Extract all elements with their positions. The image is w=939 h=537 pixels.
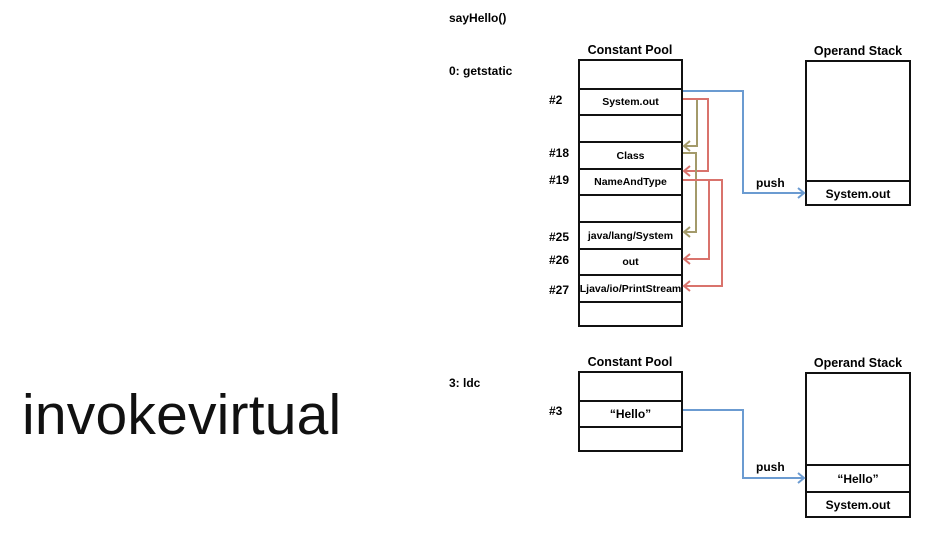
constant-pool-header: Constant Pool	[587, 355, 673, 369]
pool-index: #25	[549, 230, 570, 244]
pool-index: #19	[549, 173, 570, 187]
constant-pool-row: java/lang/System	[580, 221, 681, 248]
constant-pool-row: NameAndType	[580, 168, 681, 194]
push-arrow	[683, 409, 806, 484]
ref-arrow-19-27	[682, 179, 723, 292]
stack-item: System.out	[807, 491, 909, 516]
instruction-ldc: 3: ldc	[449, 376, 481, 390]
constant-pool-row	[580, 194, 681, 221]
operand-stack: “Hello” System.out	[805, 372, 911, 518]
pool-index: #27	[549, 283, 570, 297]
constant-pool-table: “Hello”	[578, 371, 683, 452]
constant-pool-row: Class	[580, 141, 681, 168]
constant-pool-row: Ljava/io/PrintStream	[580, 274, 681, 301]
slide-title: invokevirtual	[22, 383, 342, 447]
stack-item: “Hello”	[807, 464, 909, 491]
pool-index: #3	[549, 404, 563, 418]
pool-index: #26	[549, 253, 570, 267]
constant-pool-row	[580, 373, 681, 400]
operand-stack: System.out	[805, 60, 911, 206]
constant-pool-row	[580, 426, 681, 452]
constant-pool-row: “Hello”	[580, 400, 681, 426]
constant-pool-header: Constant Pool	[587, 43, 673, 57]
push-arrow	[683, 90, 806, 199]
constant-pool-row	[580, 61, 681, 88]
pool-index: #2	[549, 93, 563, 107]
pool-index: #18	[549, 146, 570, 160]
method-name: sayHello()	[449, 11, 507, 25]
ref-arrow-2-19	[682, 98, 709, 177]
ref-arrow-19-26	[682, 179, 710, 265]
ref-arrow-2-18	[682, 98, 698, 152]
operand-stack-header: Operand Stack	[813, 44, 903, 58]
operand-stack-header: Operand Stack	[813, 356, 903, 370]
stack-item: System.out	[807, 180, 909, 206]
constant-pool-row	[580, 114, 681, 141]
push-label: push	[756, 460, 785, 474]
constant-pool-table: System.out Class NameAndType java/lang/S…	[578, 59, 683, 327]
constant-pool-row: System.out	[580, 88, 681, 114]
push-label: push	[756, 176, 785, 190]
constant-pool-row: out	[580, 248, 681, 274]
ref-arrow-18-25	[682, 152, 697, 238]
instruction-getstatic: 0: getstatic	[449, 64, 513, 78]
constant-pool-row	[580, 301, 681, 327]
